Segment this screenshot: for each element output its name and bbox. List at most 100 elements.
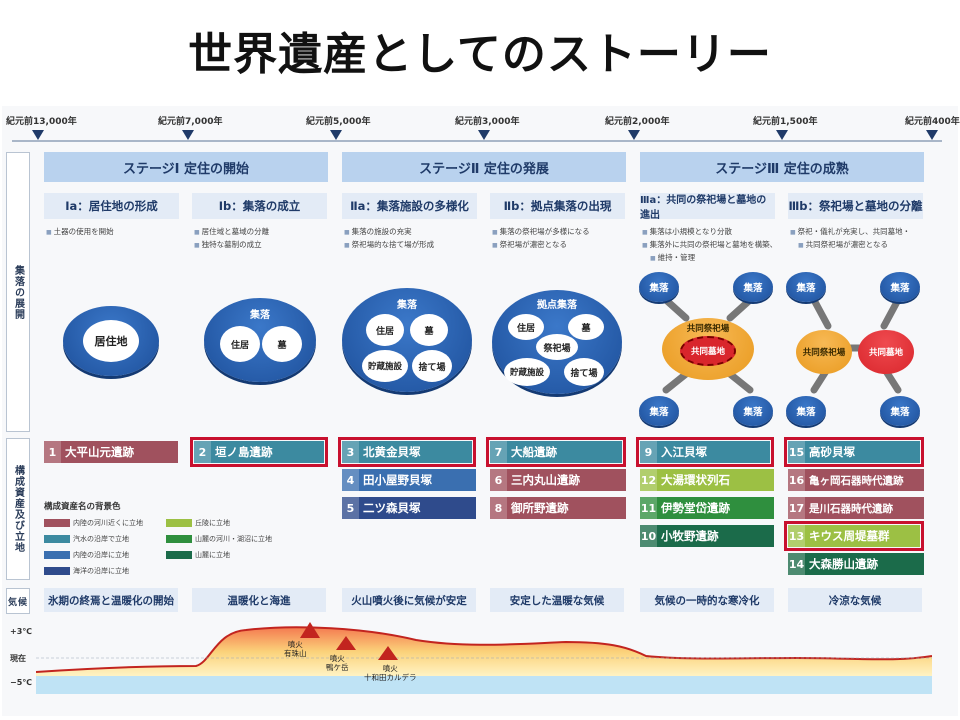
legend-item: 丘陵に立地 — [166, 518, 230, 528]
label-communal-ritual: 共同祭祀場 — [686, 324, 730, 334]
node-communal-ritual-site: 共同祭祀場 — [796, 330, 852, 374]
notes-3a: 集落は小規模となり分散集落外に共同の祭祀場と墓地を構築、維持・管理 — [642, 226, 778, 265]
node-settlement: 集落 — [639, 272, 679, 302]
stage-1-header: ステージⅠ 定住の開始 — [44, 152, 328, 182]
legend-item: 海洋の沿岸に立地 — [44, 566, 129, 576]
notes-2b: 集落の祭祀場が多様になる祭祀場が濃密となる — [492, 226, 590, 252]
label-settlement: 集落 — [250, 310, 270, 321]
legend-item: 内陸の河川近くに立地 — [44, 518, 143, 528]
node-dwelling: 住居 — [366, 314, 404, 346]
legend-item: 山麓に立地 — [166, 550, 230, 560]
node-settlement: 集落 — [786, 272, 826, 302]
temp-label-present: 現在 — [10, 654, 26, 663]
node-storage: 貯蔵施設 — [504, 358, 550, 386]
volcano-icon — [378, 646, 398, 660]
node-settlement: 集落 — [880, 272, 920, 302]
diagram-settlement-1b: 集落 住居 墓 — [204, 298, 316, 382]
diagram-arrows-3a — [662, 296, 754, 394]
notes-1b: 居住域と墓域の分離独特な墓制の成立 — [194, 226, 270, 252]
stage-2-header: ステージⅡ 定住の発展 — [342, 152, 626, 182]
node-settlement: 集落 — [639, 396, 679, 426]
node-dump: 捨て場 — [564, 358, 604, 386]
notes-2a: 集落の施設の充実祭祀場的な捨て場が形成 — [344, 226, 435, 252]
node-residence: 居住地 — [83, 320, 139, 362]
legend-item: 汽水の沿岸で立地 — [44, 534, 129, 544]
temp-label-minus5: −5℃ — [10, 678, 32, 687]
climate-2: 温暖化と海進 — [192, 588, 326, 612]
node-dump: 捨て場 — [412, 350, 452, 382]
substage-1b: Ⅰb：集落の成立 — [192, 193, 327, 219]
substage-1a: Ⅰa：居住地の形成 — [44, 193, 179, 219]
node-grave: 墓 — [262, 326, 302, 362]
node-communal-cemetery: 共同墓地 — [858, 330, 914, 374]
timeline-marker-icon — [478, 130, 490, 140]
legend-title: 構成資産名の背景色 — [44, 502, 121, 512]
volcano-icon — [336, 636, 356, 650]
notes-1a: 土器の使用を開始 — [46, 226, 114, 239]
diagram-residence: 居住地 — [63, 306, 159, 376]
legend-item: 内陸の沿岸に立地 — [44, 550, 129, 560]
timeline-marker-icon — [926, 130, 938, 140]
timeline-marker-icon — [776, 130, 788, 140]
temp-label-plus3: +3℃ — [10, 627, 32, 636]
node-ritual-site: 祭祀場 — [536, 334, 578, 360]
volcano-icon — [300, 622, 320, 638]
node-storage: 貯蔵施設 — [362, 350, 408, 382]
timeline-tick: 紀元前13,000年 — [6, 117, 77, 127]
climate-5: 気候の一時的な寒冷化 — [640, 588, 774, 612]
side-label-settlement: 集落の展開 — [6, 152, 30, 432]
substage-2b: Ⅱb：拠点集落の出現 — [490, 193, 625, 219]
climate-3: 火山噴火後に気候が安定 — [342, 588, 476, 612]
node-settlement: 集落 — [733, 396, 773, 426]
substage-2a: Ⅱa：集落施設の多様化 — [342, 193, 477, 219]
climate-6: 冷涼な気候 — [788, 588, 922, 612]
timeline-marker-icon — [330, 130, 342, 140]
node-settlement: 集落 — [880, 396, 920, 426]
timeline-marker-icon — [182, 130, 194, 140]
stage-3-header: ステージⅢ 定住の成熟 — [640, 152, 924, 182]
timeline-marker-icon — [32, 130, 44, 140]
volcano-label-towada: 噴火十和田カルデラ — [364, 664, 417, 682]
label-settlement: 集落 — [397, 300, 417, 311]
node-communal-cemetery: 共同墓地 — [680, 336, 736, 366]
node-dwelling: 住居 — [508, 314, 544, 340]
node-dwelling: 住居 — [220, 326, 260, 362]
side-label-climate: 気候 — [6, 588, 30, 614]
temperature-curve — [36, 622, 932, 694]
node-settlement: 集落 — [733, 272, 773, 302]
node-communal-ritual-site: 共同祭祀場 共同墓地 — [662, 318, 754, 380]
timeline-tick: 紀元前400年 — [905, 117, 960, 127]
timeline-tick: 紀元前1,500年 — [753, 117, 818, 127]
label-base-settlement: 拠点集落 — [537, 300, 577, 311]
timeline-tick: 紀元前7,000年 — [158, 117, 223, 127]
legend: 構成資産名の背景色 — [44, 500, 121, 516]
node-grave: 墓 — [410, 314, 448, 346]
timeline-marker-icon — [628, 130, 640, 140]
legend-item: 山麓の河川・湖沼に立地 — [166, 534, 272, 544]
notes-3b: 祭祀・儀礼が充実し、共同墓地・共同祭祀場が濃密となる — [790, 226, 911, 252]
node-grave: 墓 — [568, 314, 604, 340]
timeline-tick: 紀元前3,000年 — [455, 117, 520, 127]
substage-3a: Ⅲa：共同の祭祀場と墓地の進出 — [640, 193, 775, 221]
volcano-label-usu: 噴火有珠山 — [284, 640, 307, 658]
timeline-tick: 紀元前5,000年 — [306, 117, 371, 127]
climate-4: 安定した温暖な気候 — [490, 588, 624, 612]
page-title: 世界遺産としてのストーリー — [188, 29, 772, 80]
diagram-settlement-2a: 集落 住居 墓 貯蔵施設 捨て場 — [342, 288, 472, 392]
